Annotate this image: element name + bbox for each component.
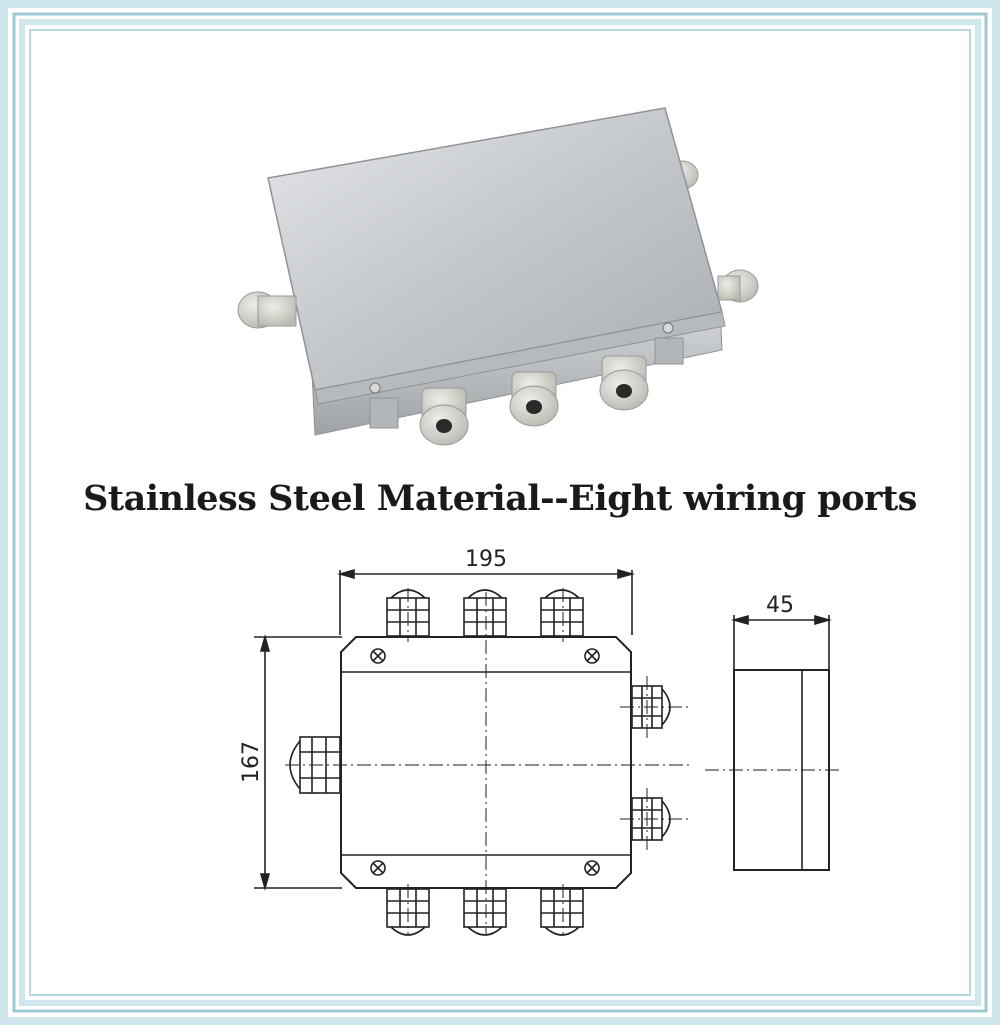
- width-dimension-label: 195: [465, 547, 507, 572]
- cable-gland-icon: [419, 387, 469, 446]
- screw-icon: [584, 860, 600, 876]
- depth-dimension-label: 45: [766, 593, 794, 618]
- screw-icon: [370, 860, 386, 876]
- cable-gland-icon: [463, 589, 507, 637]
- height-dimension-label: 167: [239, 741, 264, 783]
- screw-icon: [370, 648, 386, 664]
- cable-gland-icon: [540, 888, 584, 936]
- cable-gland-icon: [237, 291, 297, 329]
- product-photo: [237, 107, 759, 446]
- cable-gland-icon: [509, 371, 559, 427]
- technical-drawing: 195 45 167: [239, 547, 840, 936]
- cable-gland-icon: [599, 355, 649, 411]
- screw-icon: [584, 648, 600, 664]
- caption-title: Stainless Steel Material--Eight wiring p…: [83, 478, 917, 519]
- cable-gland-icon: [540, 589, 584, 637]
- cable-gland-icon: [717, 269, 759, 303]
- cable-gland-icon: [463, 888, 507, 936]
